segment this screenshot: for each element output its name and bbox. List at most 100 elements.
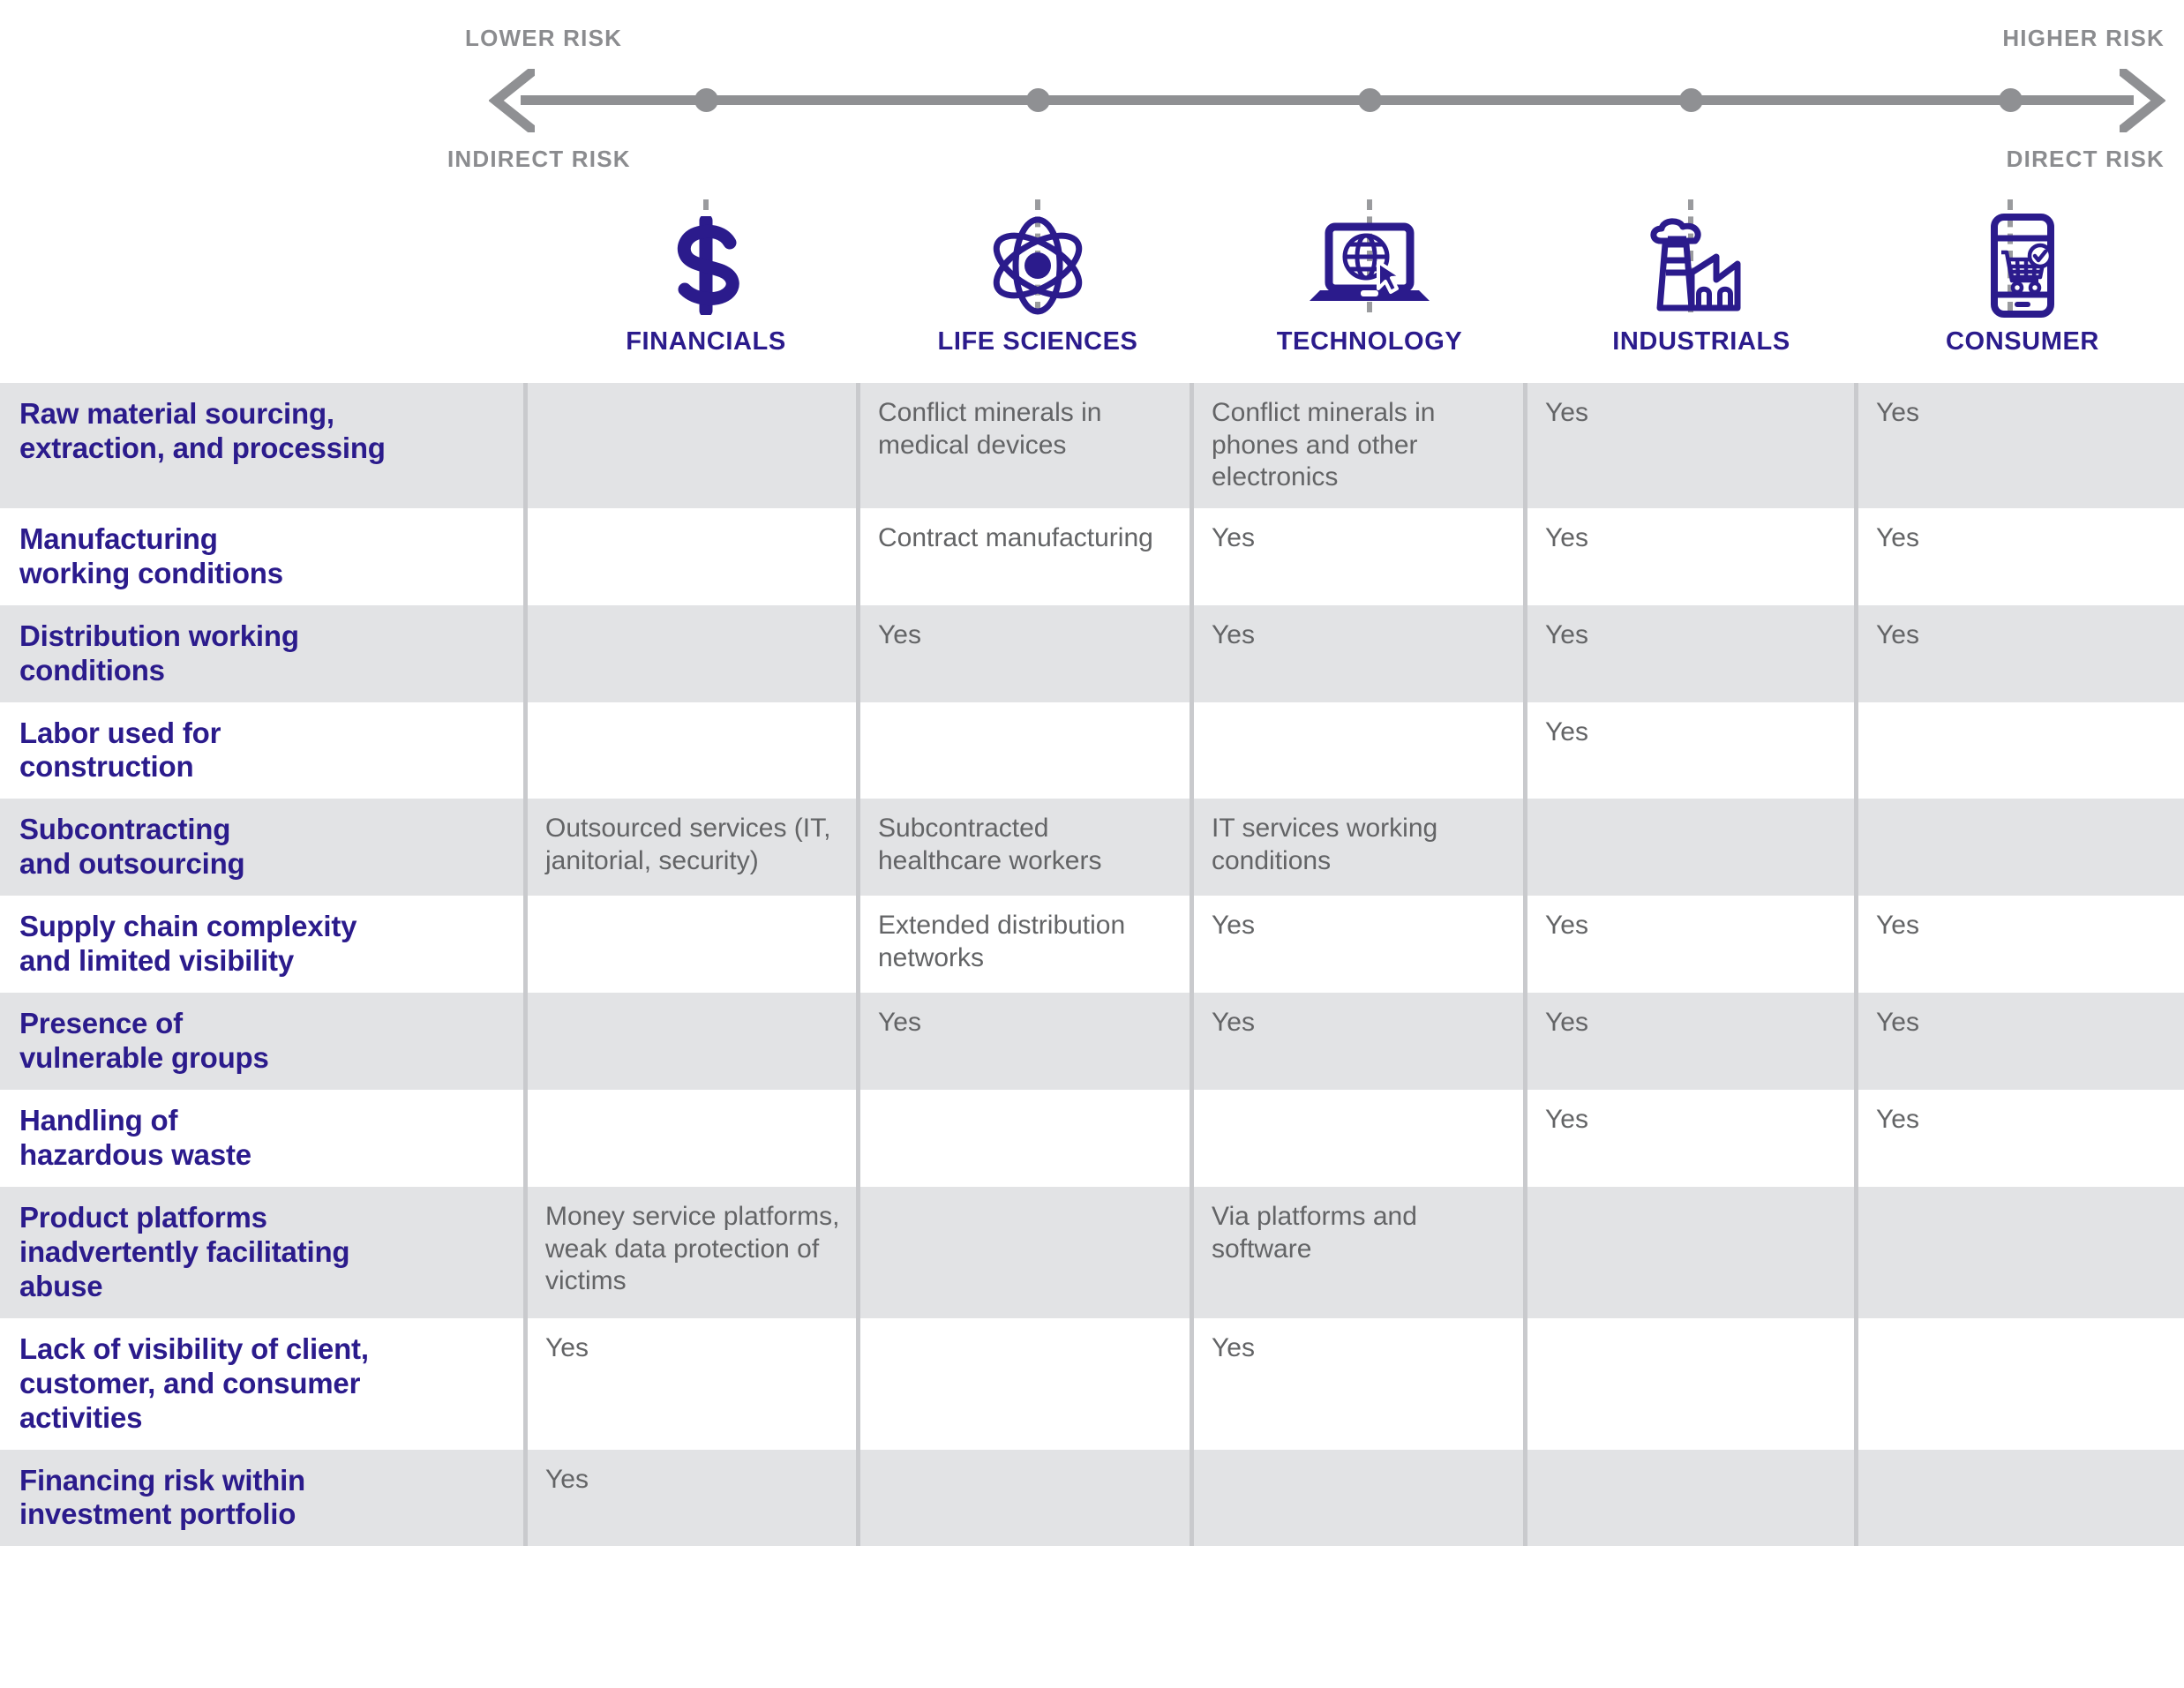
table-cell: [1854, 1186, 2184, 1318]
axis-dot-life-sciences: [1026, 88, 1050, 112]
row-label-text: Raw material sourcing,extraction, and pr…: [19, 397, 386, 464]
table-cell: Yes: [1523, 604, 1854, 702]
table-cell: [523, 1090, 856, 1187]
table-cell: Via platforms and software: [1190, 1186, 1523, 1318]
table-cell-text: Outsourced services (IT, janitorial, sec…: [545, 814, 831, 875]
table-cell: Yes: [1854, 896, 2184, 994]
table-cell: [1523, 799, 1854, 897]
dollar-sign-icon: [574, 216, 838, 315]
table-cell-text: Yes: [1545, 1008, 1588, 1038]
table-cell: Yes: [1190, 604, 1523, 702]
atom-icon: [905, 216, 1170, 315]
table-cell: Yes: [1523, 1090, 1854, 1187]
arrow-right-icon: [2120, 69, 2165, 132]
table-cell: Conflict minerals in medical devices: [856, 383, 1190, 508]
table-row: Lack of visibility of client,customer, a…: [0, 1317, 2184, 1450]
table-cell: [856, 1317, 1190, 1450]
table-cell-text: Yes: [1212, 911, 1255, 941]
table-cell: [1854, 1317, 2184, 1450]
table-cell: Yes: [1190, 896, 1523, 994]
sector-header-industrials: INDUSTRIALS: [1569, 216, 1834, 356]
table-cell: [523, 383, 856, 508]
sector-label-technology: TECHNOLOGY: [1276, 327, 1463, 356]
table-cell-text: Conflict minerals in medical devices: [878, 398, 1102, 460]
table-cell-text: Yes: [1212, 522, 1255, 552]
axis-label-lower-risk: LOWER RISK: [465, 25, 623, 51]
table-cell: Conflict minerals in phones and other el…: [1190, 383, 1523, 508]
table-cell: Yes: [856, 993, 1190, 1091]
table-cell: IT services working conditions: [1190, 799, 1523, 897]
axis-label-indirect-risk: INDIRECT RISK: [447, 146, 631, 172]
table-cell: [856, 701, 1190, 799]
sector-header-financials: FINANCIALS: [574, 216, 838, 356]
table-cell: Subcontracted healthcare workers: [856, 799, 1190, 897]
table-cell-text: Contract manufacturing: [878, 522, 1153, 552]
table-cell: [1190, 1090, 1523, 1187]
table-cell-text: Yes: [1545, 522, 1588, 552]
table-cell-text: Conflict minerals in phones and other el…: [1212, 398, 1436, 492]
axis-dot-financials: [694, 88, 718, 112]
table-cell-text: Yes: [1876, 1008, 1919, 1038]
table-cell: [1854, 799, 2184, 897]
table-cell: Money service platforms, weak data prote…: [523, 1186, 856, 1318]
table-cell-text: Yes: [878, 619, 921, 649]
table-cell-text: Money service platforms, weak data prote…: [545, 1201, 840, 1296]
table-cell-text: Yes: [1212, 1008, 1255, 1038]
table-cell: Contract manufacturing: [856, 507, 1190, 605]
sector-label-financials: FINANCIALS: [626, 327, 786, 356]
table-cell-text: Yes: [1545, 716, 1588, 746]
table-cell: [1523, 1186, 1854, 1318]
table-cell: Yes: [1523, 383, 1854, 508]
table-cell: [1190, 701, 1523, 799]
table-cell-text: Yes: [1545, 911, 1588, 941]
table-cell: [523, 896, 856, 994]
table-cell: [523, 604, 856, 702]
arrow-left-icon: [489, 69, 535, 132]
row-label-cell: Raw material sourcing,extraction, and pr…: [0, 383, 523, 508]
table-cell: Yes: [1523, 507, 1854, 605]
table-cell-text: Yes: [1876, 911, 1919, 941]
table-cell-text: Yes: [545, 1464, 589, 1494]
table-cell: Yes: [523, 1317, 856, 1450]
risk-matrix-table: Raw material sourcing,extraction, and pr…: [0, 383, 2184, 1547]
table-cell-text: Yes: [1876, 398, 1919, 427]
table-cell-text: Yes: [545, 1332, 589, 1362]
laptop-globe-icon: [1237, 216, 1502, 315]
table-row: Raw material sourcing,extraction, and pr…: [0, 383, 2184, 508]
table-cell: Yes: [1854, 507, 2184, 605]
sector-label-life-sciences: LIFE SCIENCES: [937, 327, 1138, 356]
table-cell: [1523, 1449, 1854, 1547]
table-cell: Yes: [1523, 896, 1854, 994]
axis-dot-technology: [1358, 88, 1382, 112]
row-label-cell: Lack of visibility of client,customer, a…: [0, 1318, 523, 1450]
table-cell: Yes: [1523, 701, 1854, 799]
table-cell: Outsourced services (IT, janitorial, sec…: [523, 799, 856, 897]
table-cell: Yes: [1190, 993, 1523, 1091]
table-cell: [1190, 1449, 1523, 1547]
axis-dot-consumer: [1999, 88, 2023, 112]
sector-header-life-sciences: LIFE SCIENCES: [905, 216, 1170, 356]
table-cell: [523, 507, 856, 605]
table-cell: Yes: [1854, 383, 2184, 508]
table-cell-text: Yes: [1212, 1332, 1255, 1362]
table-cell: Yes: [523, 1449, 856, 1547]
sector-label-consumer: CONSUMER: [1946, 327, 2099, 356]
